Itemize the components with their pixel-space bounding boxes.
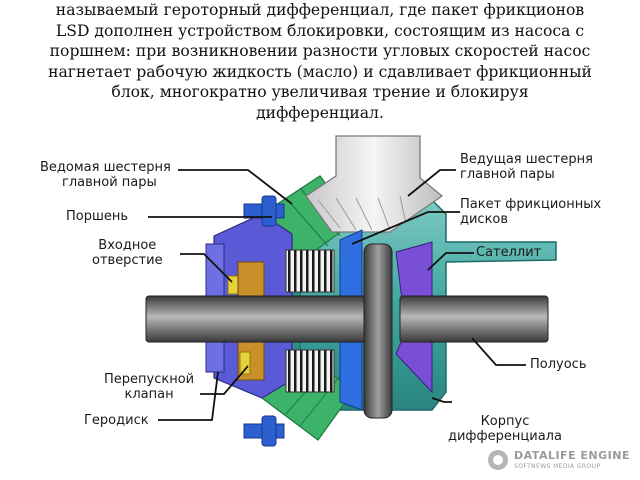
bolt-top — [243, 195, 285, 227]
label-drive-gear: Ведущая шестерня главной пары — [460, 152, 593, 182]
friction-disc-pack-upper — [285, 249, 335, 293]
caption-line: называемый героторный дифференциал, где … — [55, 1, 585, 19]
caption-line: LSD дополнен устройством блокировки, сос… — [55, 21, 585, 40]
caption-line: нагнетает рабочую жидкость (масло) и сда… — [48, 62, 592, 81]
half-shaft-left — [145, 295, 393, 343]
label-bypass-valve: Перепускной клапан — [104, 372, 195, 402]
caption-line: поршнем: при возникновении разности угло… — [49, 42, 591, 60]
caption-line: блок, многократно увеличивая трение и бл… — [111, 83, 529, 101]
caption-line: дифференциал. — [256, 103, 384, 122]
label-inlet: Входное отверстие — [92, 238, 163, 268]
friction-disc-pack-lower — [285, 349, 335, 393]
bolt-bottom — [243, 415, 285, 447]
satellite-gear-upper — [395, 241, 433, 301]
label-satellite: Сателлит — [476, 245, 542, 260]
drive-pinion-gear — [305, 135, 444, 233]
cross-pin — [363, 243, 393, 419]
label-housing: Корпус дифференциала — [448, 414, 562, 444]
dle-logo-icon — [488, 450, 508, 470]
gerotor-differential-diagram — [145, 135, 557, 447]
label-half-shaft: Полуось — [530, 357, 587, 372]
caption-text: называемый героторный дифференциал, где … — [0, 0, 640, 122]
watermark-subtitle: SOFTNEWS MEDIA GROUP — [514, 463, 601, 470]
leader-lines — [148, 169, 526, 421]
pinion-teeth — [317, 195, 407, 231]
label-piston: Поршень — [66, 209, 129, 224]
label-friction-pack: Пакет фрикционных дисков — [460, 197, 602, 227]
bypass-valve — [239, 351, 251, 375]
half-shaft-right — [399, 295, 549, 343]
watermark-title: DATALIFE ENGINE — [514, 449, 630, 462]
label-gerodisk: Геродиск — [84, 413, 149, 428]
watermark-logo: DATALIFE ENGINE SOFTNEWS MEDIA GROUP — [486, 446, 636, 474]
label-driven-gear: Ведомая шестерня главной пары — [40, 160, 171, 190]
